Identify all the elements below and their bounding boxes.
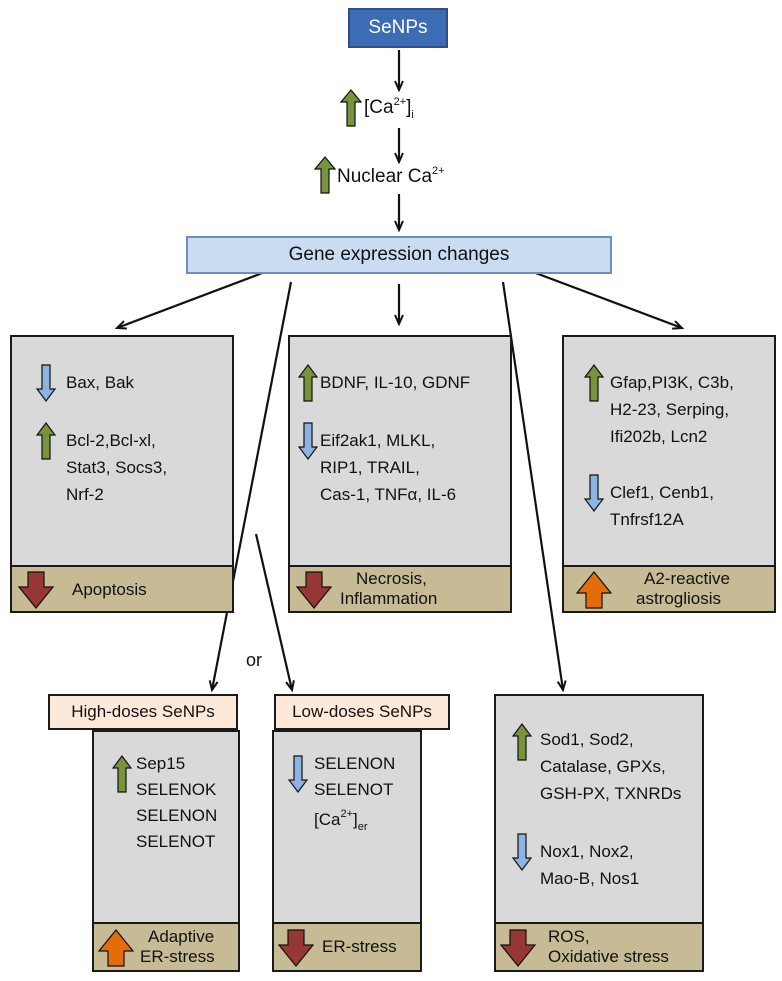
arrow-branch-to-low-dose — [254, 533, 292, 690]
low-dose-outcome-label: ER-stress — [322, 937, 397, 956]
apoptosis-outcome: Apoptosis — [12, 565, 232, 611]
ros-down-gene: Mao-B, Nos1 — [540, 869, 640, 888]
gene-expression-node: Gene expression changes — [186, 236, 612, 274]
up-arrow-icon — [339, 88, 363, 133]
necrosis-outcome-label: Inflammation — [340, 589, 438, 608]
arrow-gene-to-ros — [501, 281, 563, 690]
increase-arrow-icon — [575, 571, 613, 614]
ros-outcome-label: Oxidative stress — [548, 947, 669, 966]
low-dose-label: Low-doses SeNPs — [274, 694, 450, 730]
up-arrow-icon — [297, 363, 319, 408]
astro-up-gene: Gfap,PI3K, C3b, — [610, 373, 734, 392]
apoptosis-up-gene: Stat3, Socs3, — [66, 458, 168, 477]
up-arrow-icon — [313, 155, 337, 200]
low-dose-gene: SELENOT — [314, 780, 394, 799]
arrow-gene-to-apoptosis — [117, 270, 266, 328]
necrosis-up-gene: BDNF, IL-10, GDNF — [320, 373, 471, 392]
high-dose-outcome: Adaptive ER-stress — [94, 922, 238, 970]
apoptosis-up-gene: Bcl-2,Bcl-xl, — [66, 431, 156, 450]
up-arrow-icon — [511, 722, 533, 767]
ros-up-gene: Sod1, Sod2, — [540, 730, 634, 749]
down-arrow-icon — [583, 473, 605, 518]
ros-up-gene: GSH-PX, TXNRDs — [540, 784, 682, 803]
ros-up-gene: Catalase, GPXs, — [540, 757, 666, 776]
high-dose-gene: SELENON — [136, 806, 218, 825]
ros-outcome: ROS, Oxidative stress — [496, 922, 702, 970]
down-arrow-icon — [287, 754, 309, 799]
high-dose-gene: SELENOK — [136, 780, 217, 799]
up-arrow-icon — [111, 754, 133, 799]
necrosis-outcome-label: Necrosis, — [356, 569, 427, 588]
senps-node: SeNPs — [348, 8, 448, 48]
astro-down-gene: Clef1, Cenb1, — [610, 483, 714, 502]
necrosis-down-gene: RIP1, TRAIL, — [320, 458, 420, 477]
down-arrow-icon — [35, 363, 57, 408]
up-arrow-icon — [583, 363, 605, 408]
up-arrow-icon — [35, 421, 57, 466]
high-dose-panel: Sep15 SELENOK SELENON SELENOT Adaptive E… — [92, 730, 240, 972]
necrosis-down-gene: Cas-1, TNFα, IL-6 — [320, 485, 457, 504]
high-dose-outcome-label: ER-stress — [140, 947, 215, 966]
intracellular-ca-label: [Ca2+]i — [364, 96, 414, 121]
apoptosis-panel: Bax, Bak Bcl-2,Bcl-xl, Stat3, Socs3, Nrf… — [10, 335, 234, 613]
astro-up-gene: H2-23, Serping, — [610, 400, 730, 419]
low-dose-panel: SELENON SELENOT [Ca2+]er ER-stress — [272, 730, 422, 972]
high-dose-gene: SELENOT — [136, 832, 216, 851]
gene-expression-label: Gene expression changes — [288, 244, 510, 265]
apoptosis-up-gene: Nrf-2 — [66, 485, 104, 504]
low-dose-gene: SELENON — [314, 754, 396, 773]
decrease-arrow-icon — [499, 929, 537, 972]
necrosis-outcome: Necrosis, Inflammation — [290, 565, 510, 611]
high-dose-gene: Sep15 — [136, 754, 186, 773]
astro-down-gene: Tnfrsf12A — [610, 510, 684, 529]
astro-outcome-label: A2-reactive — [644, 569, 730, 588]
ros-panel: Sod1, Sod2, Catalase, GPXs, GSH-PX, TXNR… — [494, 694, 704, 972]
down-arrow-icon — [297, 421, 319, 466]
ros-down-gene: Nox1, Nox2, — [540, 842, 634, 861]
nuclear-ca-label: Nuclear Ca2+ — [337, 165, 445, 187]
low-dose-outcome: ER-stress — [274, 922, 420, 970]
necrosis-panel: BDNF, IL-10, GDNF Eif2ak1, MLKL, RIP1, T… — [288, 335, 512, 613]
high-dose-label: High-doses SeNPs — [48, 694, 238, 730]
down-arrow-icon — [511, 832, 533, 877]
ros-outcome-label: ROS, — [548, 927, 590, 946]
decrease-arrow-icon — [277, 929, 315, 972]
astrogliosis-panel: Gfap,PI3K, C3b, H2-23, Serping, Ifi202b,… — [562, 335, 776, 613]
or-label: or — [246, 650, 263, 670]
arrow-gene-to-astro — [532, 270, 682, 328]
necrosis-down-gene: Eif2ak1, MLKL, — [320, 431, 436, 450]
apoptosis-outcome-label: Apoptosis — [72, 580, 147, 599]
astro-up-gene: Ifi202b, Lcn2 — [610, 427, 708, 446]
increase-arrow-icon — [97, 929, 135, 972]
er-calcium-label: [Ca2+]er — [314, 808, 368, 833]
apoptosis-down-gene: Bax, Bak — [66, 373, 135, 392]
senps-label: SeNPs — [368, 17, 428, 38]
decrease-arrow-icon — [17, 571, 55, 614]
astro-outcome-label: astrogliosis — [636, 589, 722, 608]
astrogliosis-outcome: A2-reactive astrogliosis — [564, 565, 774, 611]
decrease-arrow-icon — [295, 571, 333, 614]
high-dose-outcome-label: Adaptive — [148, 927, 215, 946]
arrow-gene-to-high-dose — [212, 281, 293, 690]
